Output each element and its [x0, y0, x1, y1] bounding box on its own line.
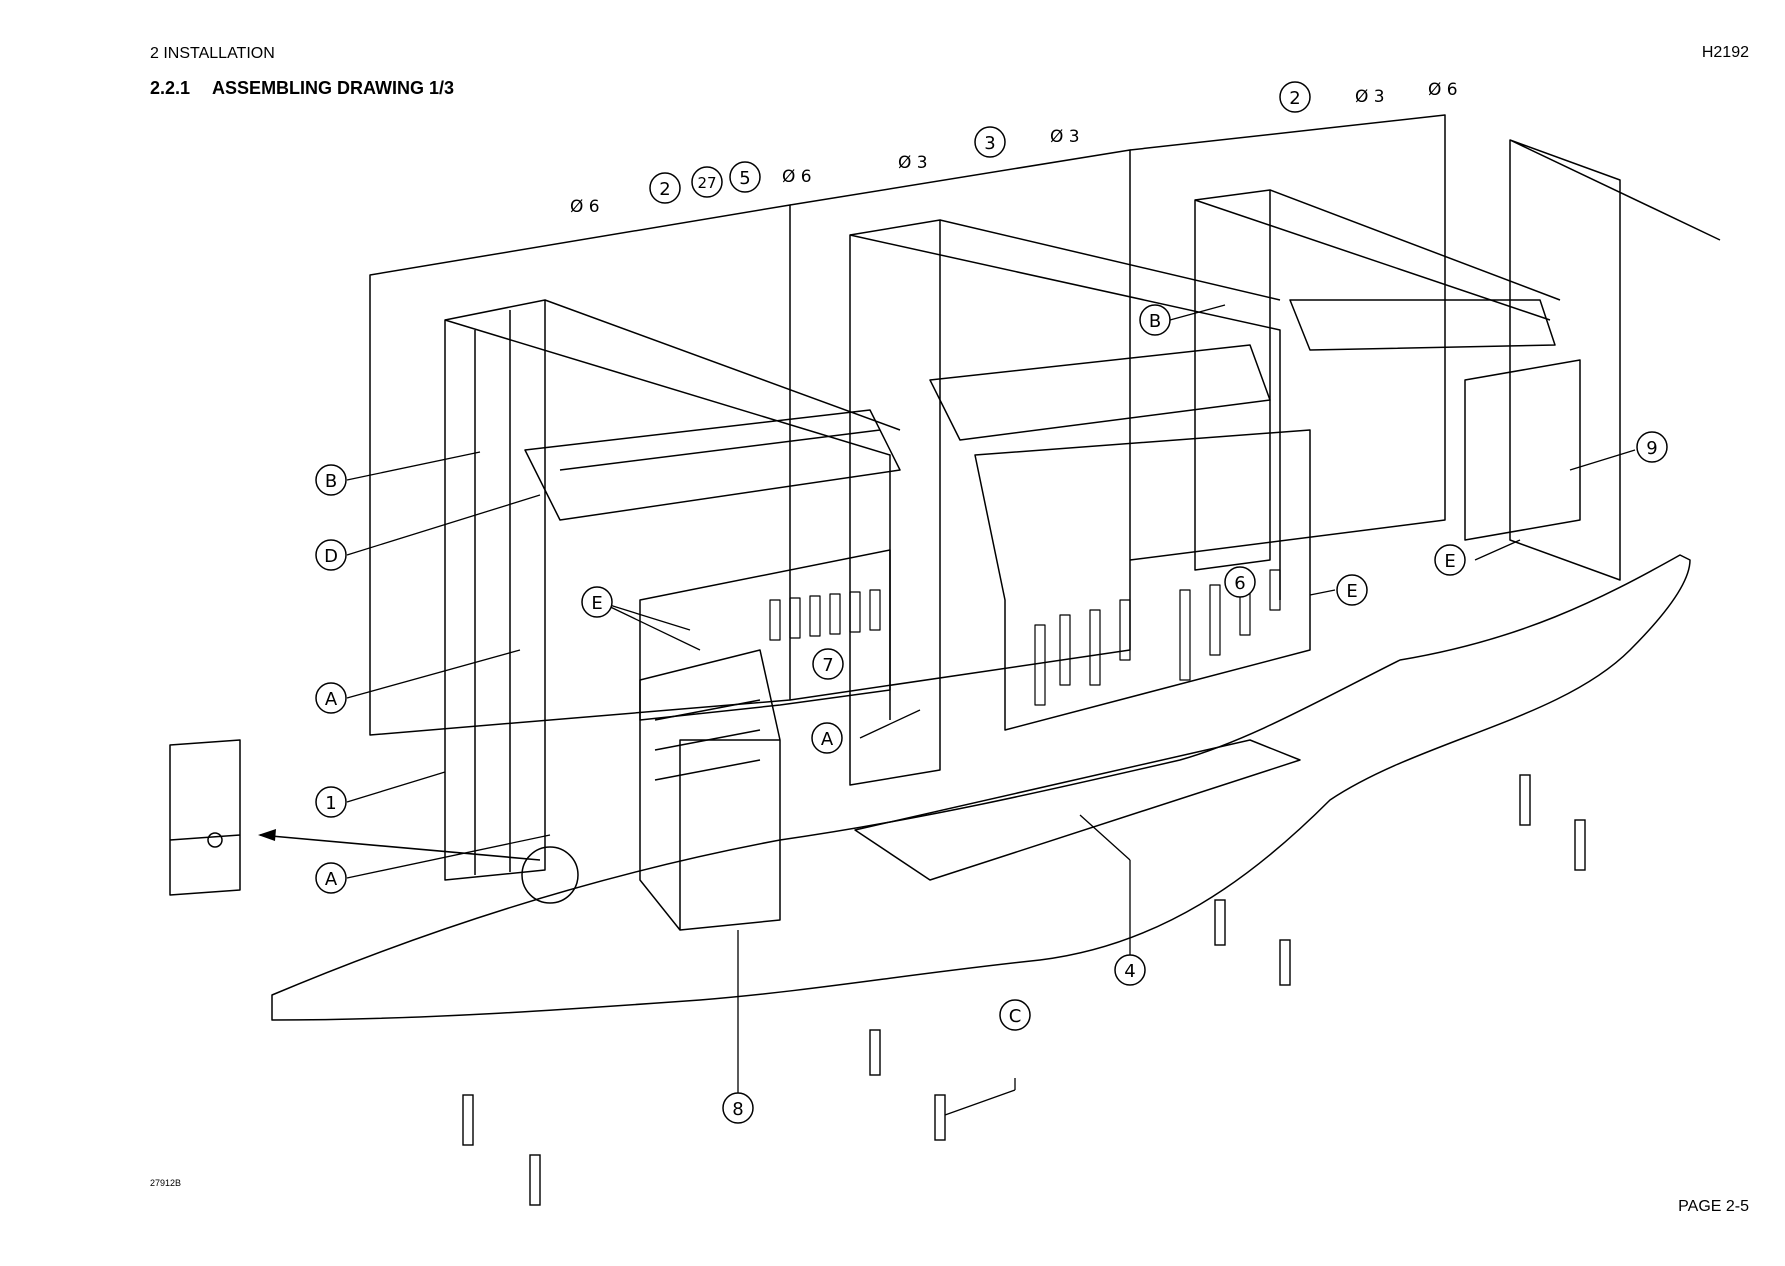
terminal-block — [1464, 359, 1581, 541]
inset-arrowhead — [258, 829, 276, 841]
svg-text:C: C — [1009, 1006, 1022, 1027]
dimension-label: Ø 6 — [782, 167, 812, 187]
callout-2a: 2 — [649, 172, 681, 204]
anchor-bolts — [462, 774, 1586, 1206]
svg-text:27: 27 — [697, 174, 716, 192]
rack-frame-right — [1194, 189, 1271, 571]
callout-5: 5 — [729, 161, 761, 193]
svg-text:E: E — [591, 593, 602, 614]
svg-text:A: A — [325, 869, 338, 890]
floor-slab — [271, 554, 1691, 1021]
svg-text:D: D — [324, 546, 338, 567]
end-frame — [1509, 139, 1721, 581]
svg-text:3: 3 — [984, 133, 995, 154]
dimension-label: Ø 3 — [1050, 127, 1080, 147]
back-wall-panel-left — [369, 204, 791, 736]
callout-A3: A — [811, 722, 843, 754]
base-plate — [854, 739, 1301, 881]
dimension-label: Ø 6 — [570, 197, 600, 217]
callout-1: 1 — [315, 786, 347, 818]
page-title: 2.2.1 ASSEMBLING DRAWING 1/3 — [150, 78, 454, 99]
inset-arrow — [259, 834, 541, 861]
detail-circle — [521, 846, 579, 904]
callout-B1: B — [315, 464, 347, 496]
callout-6: 6 — [1224, 566, 1256, 598]
svg-text:A: A — [821, 729, 834, 750]
leader-lines — [346, 304, 1636, 1116]
callout-7: 7 — [812, 648, 844, 680]
rack-frame-middle — [849, 219, 941, 786]
svg-text:B: B — [1149, 311, 1161, 332]
svg-text:7: 7 — [822, 655, 833, 676]
svg-text:2: 2 — [659, 179, 670, 200]
inset-bolt — [207, 832, 223, 848]
callout-A1: A — [315, 682, 347, 714]
title-text: ASSEMBLING DRAWING 1/3 — [212, 78, 455, 98]
callout-9: 9 — [1636, 431, 1668, 463]
title-number: 2.2.1 — [150, 78, 191, 98]
dimension-label: Ø 6 — [1428, 80, 1458, 100]
pcb-relays — [769, 589, 881, 641]
svg-text:1: 1 — [325, 793, 336, 814]
svg-text:6: 6 — [1234, 573, 1245, 594]
callout-E3: E — [1434, 544, 1466, 576]
callout-4: 4 — [1114, 954, 1146, 986]
rack-frame-left — [444, 299, 546, 881]
inset-detail — [169, 739, 241, 896]
svg-text:E: E — [1444, 551, 1455, 572]
transformer — [639, 649, 781, 931]
svg-text:5: 5 — [739, 168, 750, 189]
pcb-board — [639, 549, 891, 721]
cable-tray-right — [1289, 299, 1556, 351]
page-number: PAGE 2-5 — [1678, 1198, 1749, 1215]
callout-8: 8 — [722, 1092, 754, 1124]
drawing-number: 27912B — [150, 1178, 182, 1188]
callout-27: 27 — [691, 166, 723, 198]
back-wall-panel-middle — [789, 149, 1131, 701]
callout-A2: A — [315, 862, 347, 894]
dimension-label: Ø 3 — [898, 153, 928, 173]
dimension-label: Ø 3 — [1355, 87, 1385, 107]
callout-2b: 2 — [1279, 81, 1311, 113]
callout-3: 3 — [974, 126, 1006, 158]
svg-text:8: 8 — [732, 1099, 743, 1120]
callout-B2: B — [1139, 304, 1171, 336]
callout-E1: E — [581, 586, 613, 618]
svg-text:A: A — [325, 689, 338, 710]
svg-text:4: 4 — [1124, 961, 1135, 982]
section-heading: 2 INSTALLATION — [150, 45, 275, 62]
pcb-panel — [974, 429, 1311, 731]
cable-tray-middle — [929, 344, 1271, 441]
svg-text:9: 9 — [1646, 438, 1657, 459]
back-wall-panel-right — [1129, 114, 1446, 561]
callout-C: C — [999, 999, 1031, 1031]
callout-E2: E — [1336, 574, 1368, 606]
svg-text:2: 2 — [1289, 88, 1300, 109]
callout-D: D — [315, 539, 347, 571]
svg-text:E: E — [1346, 581, 1357, 602]
svg-text:B: B — [325, 471, 337, 492]
cable-tray-left — [524, 409, 901, 521]
document-id: H2192 — [1701, 44, 1749, 61]
